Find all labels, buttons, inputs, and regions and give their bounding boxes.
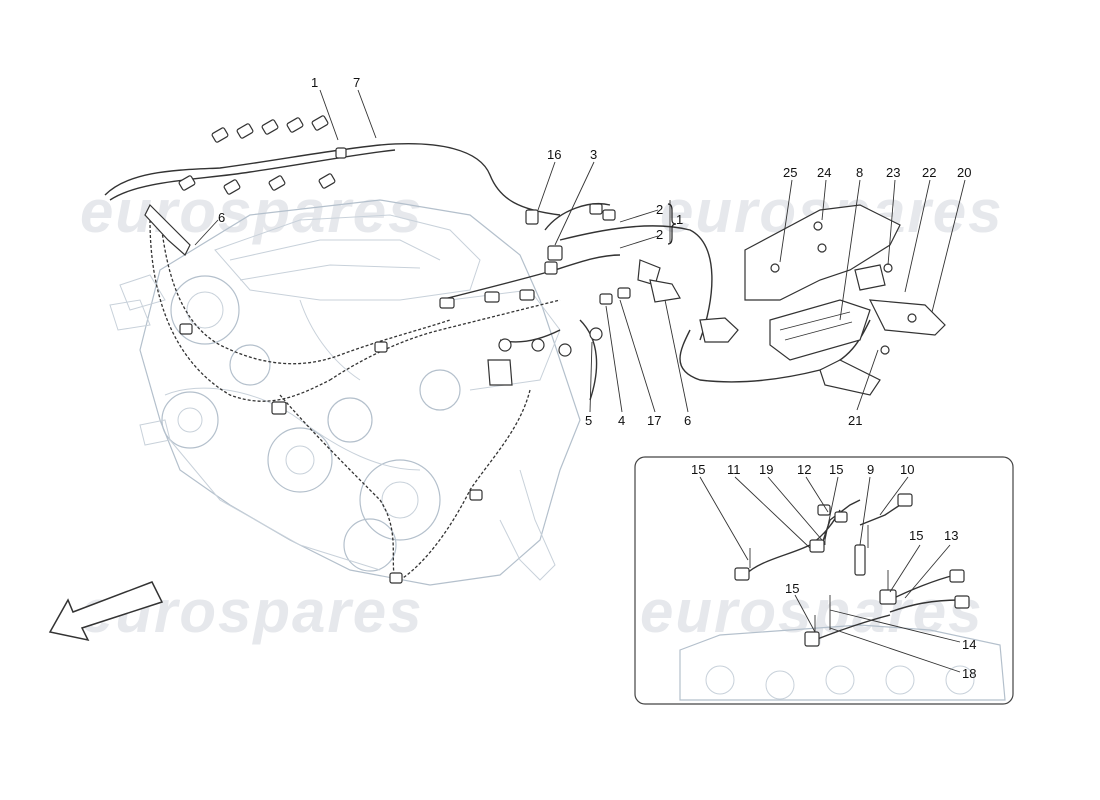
connectors-group — [144, 115, 739, 584]
callout-15-a: 15 — [691, 462, 705, 477]
ecu-bracket-assembly — [744, 204, 946, 396]
watermark-top-left: eurospares — [80, 178, 424, 245]
leader-lines — [194, 89, 966, 673]
callout-14: 14 — [962, 637, 976, 652]
callout-4: 4 — [618, 413, 625, 428]
group-bracket — [667, 203, 677, 245]
callout-19: 19 — [759, 462, 773, 477]
callout-11: 11 — [727, 462, 741, 477]
callout-2-upper: 2 — [656, 202, 663, 217]
callout-21: 21 — [848, 413, 862, 428]
callout-3: 3 — [590, 147, 597, 162]
callout-13: 13 — [944, 528, 958, 543]
callout-12: 12 — [797, 462, 811, 477]
inset-detail-panel — [634, 456, 1014, 705]
callout-25: 25 — [783, 165, 797, 180]
callout-1-bracket: 1 — [676, 212, 683, 227]
front-direction-arrow-icon — [48, 581, 164, 642]
callout-15-c: 15 — [909, 528, 923, 543]
callout-20: 20 — [957, 165, 971, 180]
callout-7: 7 — [353, 75, 360, 90]
callout-labels: 1 7 16 3 2 2 1 25 24 8 23 22 20 6 5 4 17… — [218, 75, 976, 681]
callout-15-b: 15 — [829, 462, 843, 477]
callout-17: 17 — [647, 413, 661, 428]
callout-15-d: 15 — [785, 581, 799, 596]
callout-1-top: 1 — [311, 75, 318, 90]
callout-18: 18 — [962, 666, 976, 681]
callout-9: 9 — [867, 462, 874, 477]
callout-6-left: 6 — [218, 210, 225, 225]
callout-10: 10 — [900, 462, 914, 477]
callout-24: 24 — [817, 165, 831, 180]
callout-2-lower: 2 — [656, 227, 663, 242]
callout-8: 8 — [856, 165, 863, 180]
engine-block-illustration — [109, 199, 581, 586]
callout-6-right: 6 — [684, 413, 691, 428]
callout-5: 5 — [585, 413, 592, 428]
callout-22: 22 — [922, 165, 936, 180]
callout-23: 23 — [886, 165, 900, 180]
callout-16: 16 — [547, 147, 561, 162]
